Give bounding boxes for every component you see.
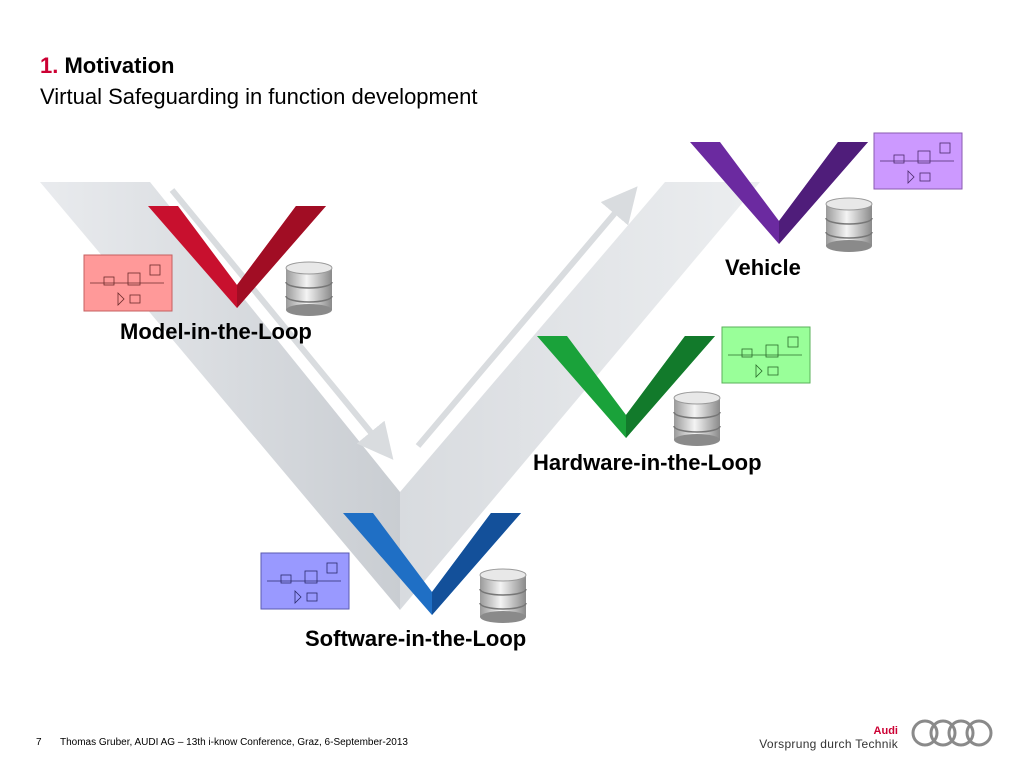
mil-model-panel bbox=[83, 254, 173, 312]
sil-model-panel bbox=[260, 552, 350, 610]
title-text: Motivation bbox=[64, 53, 175, 78]
vehicle-database-icon bbox=[825, 197, 873, 252]
hil-database-icon bbox=[673, 391, 721, 446]
hil-model-panel bbox=[721, 326, 811, 384]
brand-tagline: Vorsprung durch Technik bbox=[759, 737, 898, 751]
mil-v-icon bbox=[148, 206, 326, 308]
brand-name: Audi bbox=[873, 725, 898, 737]
sil-v-icon bbox=[343, 513, 521, 615]
vehicle-model-panel bbox=[873, 132, 963, 190]
sil-database-icon bbox=[479, 568, 527, 623]
footer-text: Thomas Gruber, AUDI AG – 13th i-know Con… bbox=[60, 737, 408, 748]
audi-rings-icon bbox=[911, 719, 993, 747]
page-number: 7 bbox=[36, 737, 42, 748]
label-vehicle: Vehicle bbox=[725, 255, 801, 280]
brand-logo-text: Audi Vorsprung durch Technik bbox=[759, 725, 898, 751]
slide-title: 1. Motivation bbox=[40, 53, 174, 79]
process-arrows bbox=[169, 186, 638, 460]
label-software-in-the-loop: Software-in-the-Loop bbox=[305, 626, 527, 651]
title-number: 1. bbox=[40, 53, 59, 78]
slide-subtitle: Virtual Safeguarding in function develop… bbox=[40, 84, 478, 109]
label-hardware-in-the-loop: Hardware-in-the-Loop bbox=[533, 450, 762, 475]
vehicle-v-icon bbox=[690, 142, 868, 244]
label-model-in-the-loop: Model-in-the-Loop bbox=[120, 319, 312, 344]
hil-v-icon bbox=[537, 336, 715, 438]
footer: 7 Thomas Gruber, AUDI AG – 13th i-know Co… bbox=[36, 737, 408, 749]
mil-database-icon bbox=[285, 261, 333, 316]
